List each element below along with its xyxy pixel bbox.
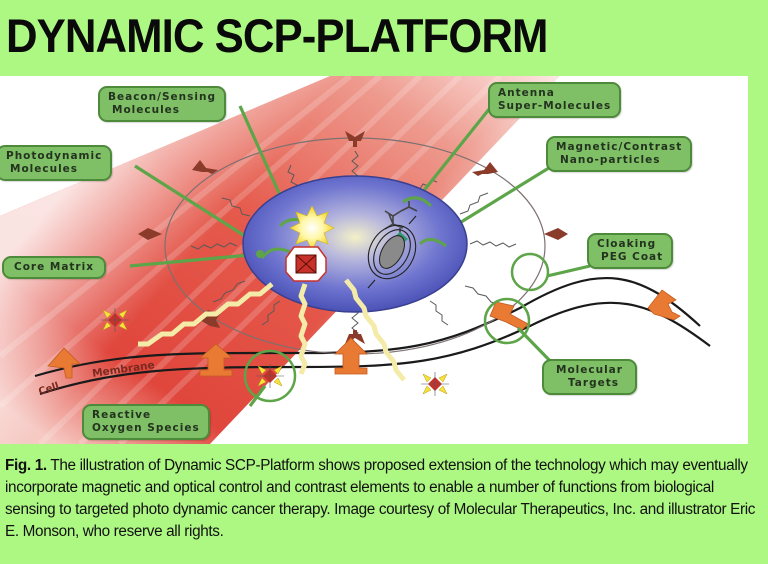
scp-platform-illustration: Cell Membrane <box>0 76 711 444</box>
target-icon <box>198 343 234 377</box>
figure-panel: Cell Membrane <box>0 76 748 444</box>
label-line: Molecules <box>10 163 79 175</box>
target-icon <box>334 337 368 375</box>
target-icon <box>489 301 529 331</box>
ros-star-icon <box>101 308 129 332</box>
label-line: PEG Coat <box>601 251 664 263</box>
ros-star-icon <box>421 372 449 396</box>
receptor-icon <box>472 162 498 176</box>
label-line: Targets <box>568 377 619 389</box>
core-matrix-dot <box>256 250 264 258</box>
receptor-icon <box>192 160 218 174</box>
label-cloaking-peg-coat: Cloaking PEG Coat <box>587 233 674 269</box>
magnetic-nanoparticle-icon <box>367 215 417 289</box>
label-line: Super-Molecules <box>498 100 612 112</box>
label-line: Molecules <box>112 104 181 116</box>
label-line: Photodynamic <box>6 150 103 162</box>
label-magnetic-contrast-nanoparticles: Magnetic/Contrast Nano-particles <box>546 136 693 172</box>
receptor-icon <box>345 131 365 147</box>
target-icon <box>47 347 81 379</box>
label-beacon-sensing-molecules: Beacon/Sensing Molecules <box>98 86 226 122</box>
label-reactive-oxygen-species: Reactive Oxygen Species <box>82 404 210 440</box>
ros-star-icon <box>256 364 284 388</box>
ros-beams <box>138 278 406 382</box>
caption-prefix: Fig. 1. <box>5 457 47 474</box>
photodynamic-sun-icon <box>289 205 335 251</box>
ros-star-icons <box>101 308 449 396</box>
highlight-circles <box>243 252 550 403</box>
label-line: Magnetic/Contrast <box>556 141 683 153</box>
label-line: Oxygen Species <box>92 422 200 434</box>
label-line: Cloaking <box>597 238 657 250</box>
cell-membrane <box>34 277 711 396</box>
label-photodynamic-molecules: Photodynamic Molecules <box>0 145 113 181</box>
label-line: Core Matrix <box>14 261 94 273</box>
label-antenna-super-molecules: Antenna Super-Molecules <box>488 82 622 118</box>
target-icon <box>647 289 681 321</box>
label-line: Reactive <box>92 409 152 421</box>
receptor-icon <box>544 228 568 240</box>
label-line: Beacon/Sensing <box>108 91 216 103</box>
label-line: Molecular <box>556 364 623 376</box>
label-line: Nano-particles <box>560 154 661 166</box>
page-title: DYNAMIC SCP-PLATFORM <box>6 9 548 62</box>
label-core-matrix: Core Matrix <box>2 256 106 279</box>
figure-caption: Fig. 1. The illustration of Dynamic SCP-… <box>5 455 765 543</box>
core-cage-icon <box>285 246 327 282</box>
caption-text: The illustration of Dynamic SCP-Platform… <box>5 457 756 540</box>
label-line: Antenna <box>498 87 555 99</box>
molecular-target-icons <box>47 289 681 379</box>
receptor-icon <box>138 228 162 240</box>
label-molecular-targets: Molecular Targets <box>542 359 637 395</box>
